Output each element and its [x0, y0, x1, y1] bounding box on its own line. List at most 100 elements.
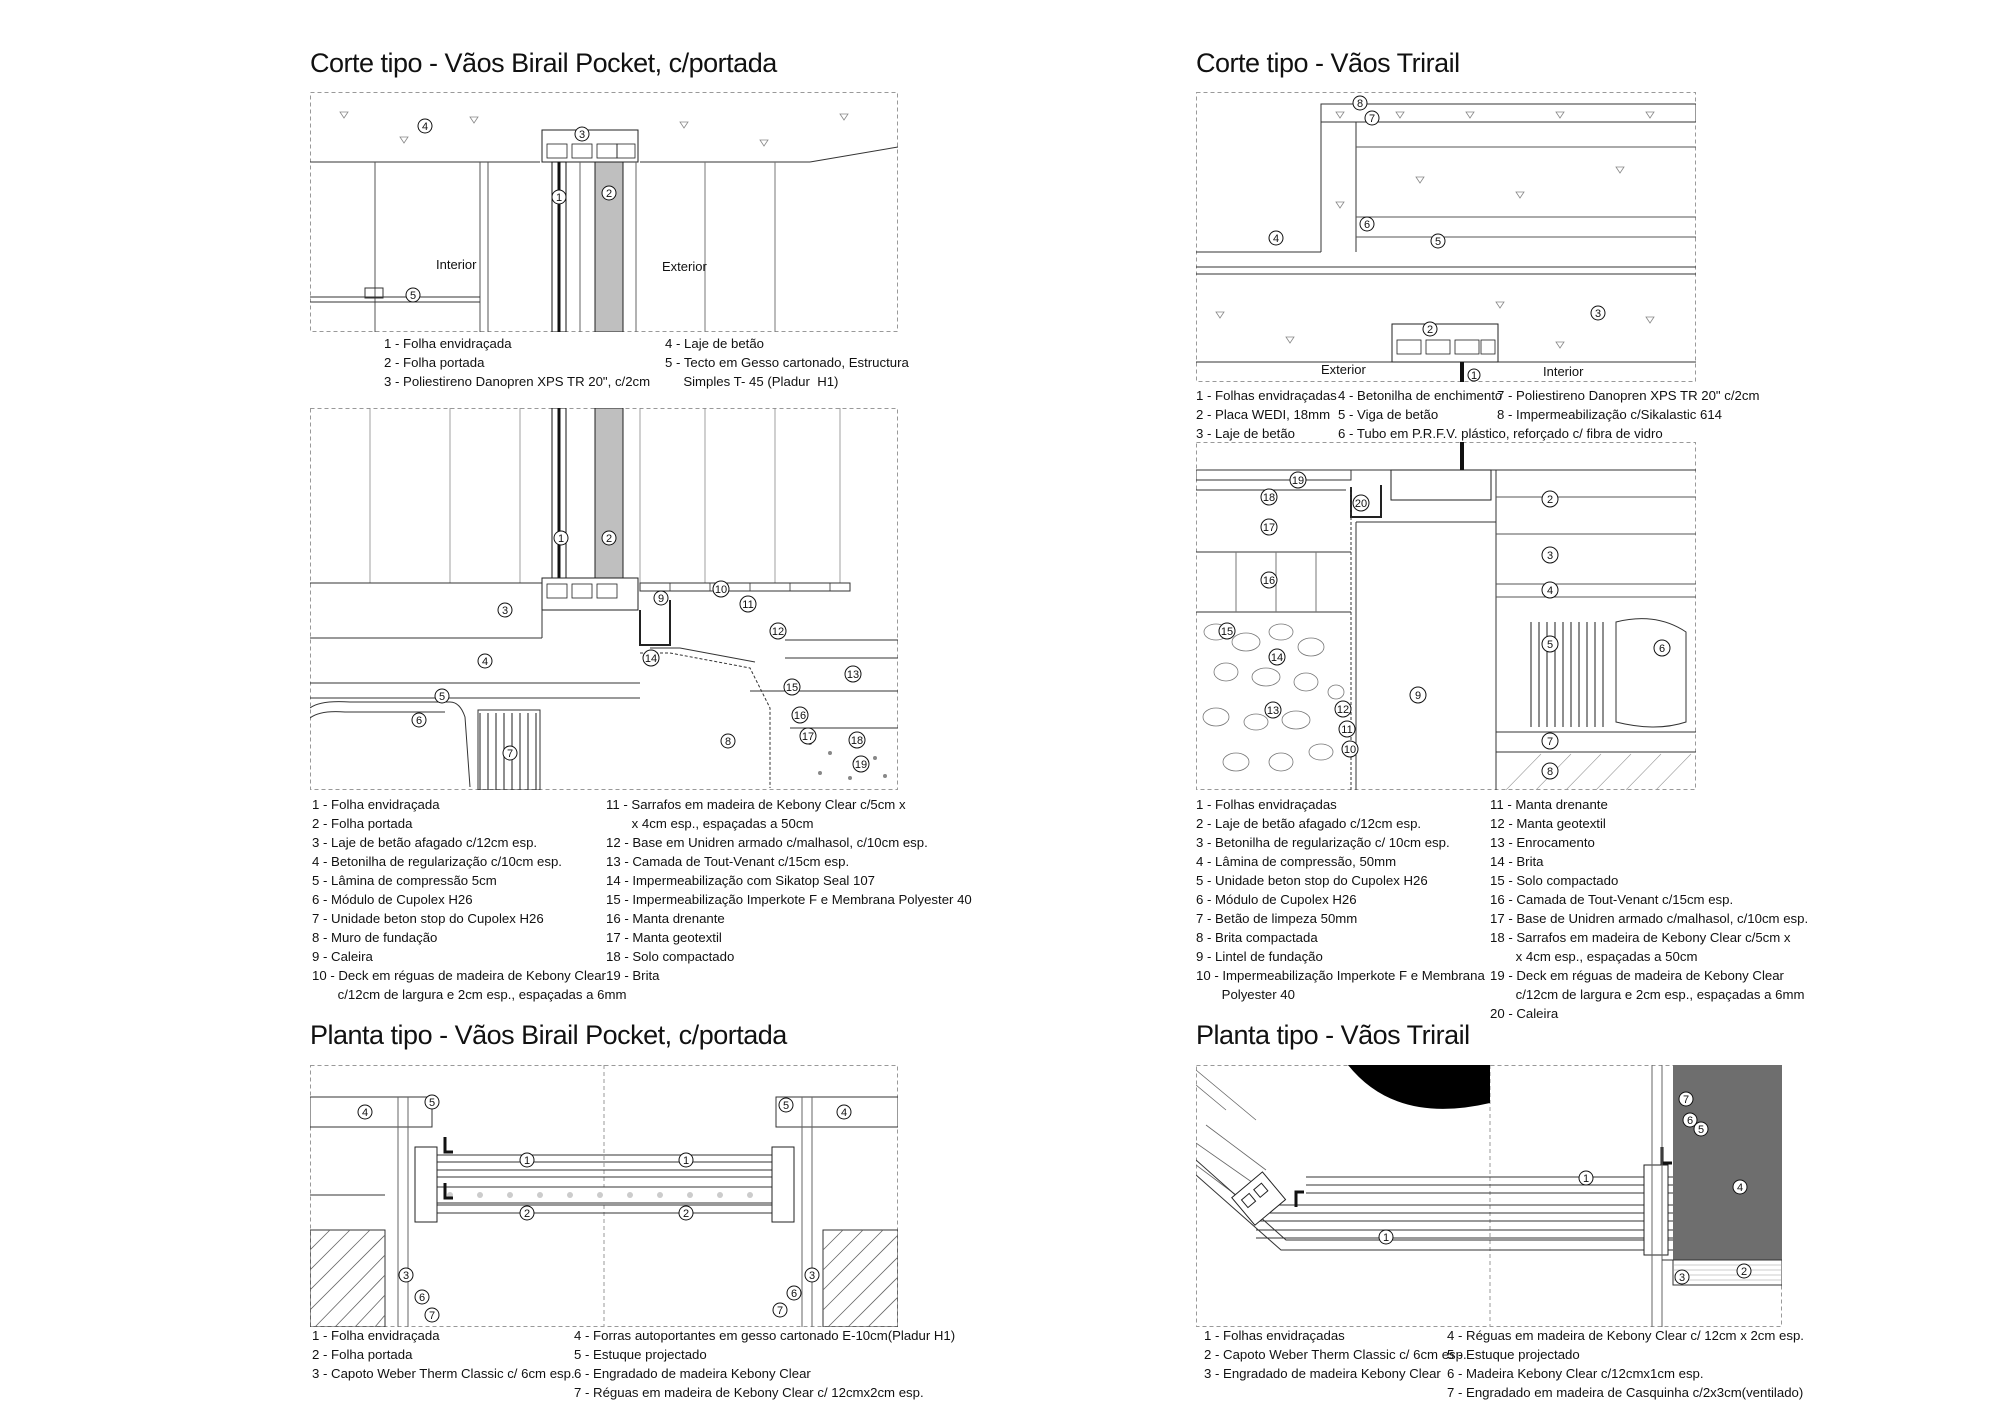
legend-item: 3 - Capoto Weber Therm Classic c/ 6cm es… — [312, 1366, 575, 1381]
legend-item: 3 - Laje de betão afagado c/12cm esp. — [312, 835, 538, 850]
section-trirail-bottom-legend-left: 1 - Folhas envidraçadas 2 - Laje de betã… — [1196, 795, 1485, 1004]
plan-birail-legend-left: 1 - Folha envidraçada 2 - Folha portada … — [312, 1326, 575, 1383]
legend-item: 8 - Impermeabilização c/Sikalastic 614 — [1497, 407, 1723, 422]
legend-item: 6 - Tubo em P.R.F.V. plástico, reforçado… — [1338, 426, 1663, 441]
legend-item: 7 - Unidade beton stop do Cupolex H26 — [312, 911, 544, 926]
legend-item: 9 - Caleira — [312, 949, 373, 964]
legend-item: 1 - Folha envidraçada — [312, 797, 440, 812]
plan-trirail-legend-right: 4 - Réguas em madeira de Kebony Clear c/… — [1447, 1326, 1804, 1402]
section-trirail-bottom-drawing — [1196, 442, 1696, 790]
legend-item: 18 - Sarrafos em madeira de Kebony Clear… — [1490, 930, 1791, 945]
legend-item: 2 - Capoto Weber Therm Classic c/ 6cm es… — [1204, 1347, 1467, 1362]
legend-item: 15 - Solo compactado — [1490, 873, 1619, 888]
section-birail-bottom-legend-left: 1 - Folha envidraçada 2 - Folha portada … — [312, 795, 626, 1004]
legend-item: 13 - Enrocamento — [1490, 835, 1595, 850]
plan-birail-title: Planta tipo - Vãos Birail Pocket, c/port… — [310, 1020, 787, 1050]
legend-item: 3 - Laje de betão — [1196, 426, 1295, 441]
legend-item: 10 - Deck em réguas de madeira de Kebony… — [312, 968, 606, 983]
legend-item: 6 - Engradado de madeira Kebony Clear — [574, 1366, 811, 1381]
section-trirail-top-legend-col2: 4 - Betonilha de enchimento 5 - Viga de … — [1338, 386, 1663, 443]
legend-item: 17 - Manta geotextil — [606, 930, 722, 945]
legend-item: 5 - Estuque projectado — [1447, 1347, 1580, 1362]
legend-item: 4 - Réguas em madeira de Kebony Clear c/… — [1447, 1328, 1804, 1343]
section-trirail-top-legend-col1: 1 - Folhas envidraçadas 2 - Placa WEDI, … — [1196, 386, 1337, 443]
legend-item: 1 - Folhas envidraçadas — [1204, 1328, 1345, 1343]
label-exterior: Exterior — [1321, 362, 1366, 377]
legend-item: 5 - Lâmina de compressão 5cm — [312, 873, 497, 888]
label-exterior: Exterior — [662, 259, 707, 274]
legend-item: 7 - Réguas em madeira de Kebony Clear c/… — [574, 1385, 924, 1400]
legend-item: 5 - Estuque projectado — [574, 1347, 707, 1362]
legend-item: 3 - Engradado de madeira Kebony Clear — [1204, 1366, 1441, 1381]
legend-item: 12 - Manta geotextil — [1490, 816, 1606, 831]
legend-item: 4 - Betonilha de enchimento — [1338, 388, 1503, 403]
legend-item: 7 - Poliestireno Danopren XPS TR 20" c/2… — [1497, 388, 1760, 403]
legend-item: 2 - Folha portada — [312, 816, 413, 831]
legend-item: 16 - Manta drenante — [606, 911, 725, 926]
legend-item: 1 - Folha envidraçada — [312, 1328, 440, 1343]
plan-birail-legend-right: 4 - Forras autoportantes em gesso carton… — [574, 1326, 955, 1402]
legend-item: 14 - Brita — [1490, 854, 1544, 869]
legend-item: 5 - Viga de betão — [1338, 407, 1439, 422]
legend-item: 5 - Unidade beton stop do Cupolex H26 — [1196, 873, 1428, 888]
section-birail-top-legend-right: 4 - Laje de betão 5 - Tecto em Gesso car… — [665, 334, 909, 391]
section-birail-top-drawing — [310, 92, 898, 332]
legend-item: 20 - Caleira — [1490, 1006, 1559, 1021]
legend-item: 4 - Betonilha de regularização c/10cm es… — [312, 854, 562, 869]
legend-item: 19 - Brita — [606, 968, 660, 983]
legend-item: 7 - Engradado em madeira de Casquinha c/… — [1447, 1385, 1804, 1400]
legend-item: 15 - Impermeabilização Imperkote F e Mem… — [606, 892, 972, 907]
section-trirail-top-drawing — [1196, 92, 1696, 382]
plan-trirail-drawing — [1196, 1065, 1782, 1327]
section-birail-bottom-legend-right: 11 - Sarrafos em madeira de Kebony Clear… — [606, 795, 972, 985]
plan-trirail-title: Planta tipo - Vãos Trirail — [1196, 1020, 1470, 1050]
legend-item: x 4cm esp., espaçadas a 50cm — [606, 816, 814, 831]
plan-birail-drawing — [310, 1065, 898, 1327]
legend-item: 2 - Laje de betão afagado c/12cm esp. — [1196, 816, 1422, 831]
legend-item: 18 - Solo compactado — [606, 949, 735, 964]
legend-item: 1 - Folha envidraçada — [384, 336, 512, 351]
section-trirail-title: Corte tipo - Vãos Trirail — [1196, 48, 1460, 78]
legend-item: 4 - Laje de betão — [665, 336, 764, 351]
legend-item: 13 - Camada de Tout-Venant c/15cm esp. — [606, 854, 850, 869]
section-trirail-bottom-legend-right: 11 - Manta drenante 12 - Manta geotextil… — [1490, 795, 1808, 1023]
legend-item: 5 - Tecto em Gesso cartonado, Estructura — [665, 355, 909, 370]
legend-item: 6 - Módulo de Cupolex H26 — [1196, 892, 1357, 907]
legend-item: 6 - Madeira Kebony Clear c/12cmx1cm esp. — [1447, 1366, 1704, 1381]
legend-item: 7 - Betão de limpeza 50mm — [1196, 911, 1358, 926]
legend-item: 6 - Módulo de Cupolex H26 — [312, 892, 473, 907]
section-birail-bottom-drawing — [310, 408, 898, 790]
legend-item: 8 - Brita compactada — [1196, 930, 1318, 945]
section-birail-top-legend-left: 1 - Folha envidraçada 2 - Folha portada … — [384, 334, 650, 391]
legend-item: c/12cm de largura e 2cm esp., espaçadas … — [312, 987, 627, 1002]
legend-item: 9 - Lintel de fundação — [1196, 949, 1323, 964]
legend-item: 2 - Folha portada — [384, 355, 485, 370]
label-interior: Interior — [436, 257, 477, 272]
legend-item: 11 - Manta drenante — [1490, 797, 1608, 812]
legend-item: 16 - Camada de Tout-Venant c/15cm esp. — [1490, 892, 1734, 907]
legend-item: 17 - Base de Unidren armado c/malhasol, … — [1490, 911, 1809, 926]
legend-item: 11 - Sarrafos em madeira de Kebony Clear… — [606, 797, 906, 812]
legend-item: 14 - Impermeabilização com Sikatop Seal … — [606, 873, 876, 888]
legend-item: 19 - Deck em réguas de madeira de Kebony… — [1490, 968, 1784, 983]
legend-item: 1 - Folhas envidraçadas — [1196, 797, 1337, 812]
legend-item: 10 - Impermeabilização Imperkote F e Mem… — [1196, 968, 1485, 983]
legend-item: 3 - Poliestireno Danopren XPS TR 20", c/… — [384, 374, 651, 389]
section-trirail-top-legend-col3: 7 - Poliestireno Danopren XPS TR 20" c/2… — [1497, 386, 1759, 424]
legend-item: 4 - Forras autoportantes em gesso carton… — [574, 1328, 956, 1343]
legend-item: c/12cm de largura e 2cm esp., espaçadas … — [1490, 987, 1805, 1002]
legend-item: 12 - Base em Unidren armado c/malhasol, … — [606, 835, 928, 850]
legend-item: 8 - Muro de fundação — [312, 930, 438, 945]
legend-item: Polyester 40 — [1196, 987, 1295, 1002]
legend-item: 3 - Betonilha de regularização c/ 10cm e… — [1196, 835, 1450, 850]
legend-item: 2 - Placa WEDI, 18mm — [1196, 407, 1331, 422]
plan-trirail-legend-left: 1 - Folhas envidraçadas 2 - Capoto Weber… — [1204, 1326, 1467, 1383]
legend-item: 4 - Lâmina de compressão, 50mm — [1196, 854, 1397, 869]
legend-item: Simples T- 45 (Pladur H1) — [665, 374, 839, 389]
legend-item: x 4cm esp., espaçadas a 50cm — [1490, 949, 1698, 964]
section-birail-title: Corte tipo - Vãos Birail Pocket, c/porta… — [310, 48, 777, 78]
legend-item: 1 - Folhas envidraçadas — [1196, 388, 1337, 403]
label-interior: Interior — [1543, 364, 1584, 379]
grey-cladding — [1673, 1065, 1782, 1260]
legend-item: 2 - Folha portada — [312, 1347, 413, 1362]
